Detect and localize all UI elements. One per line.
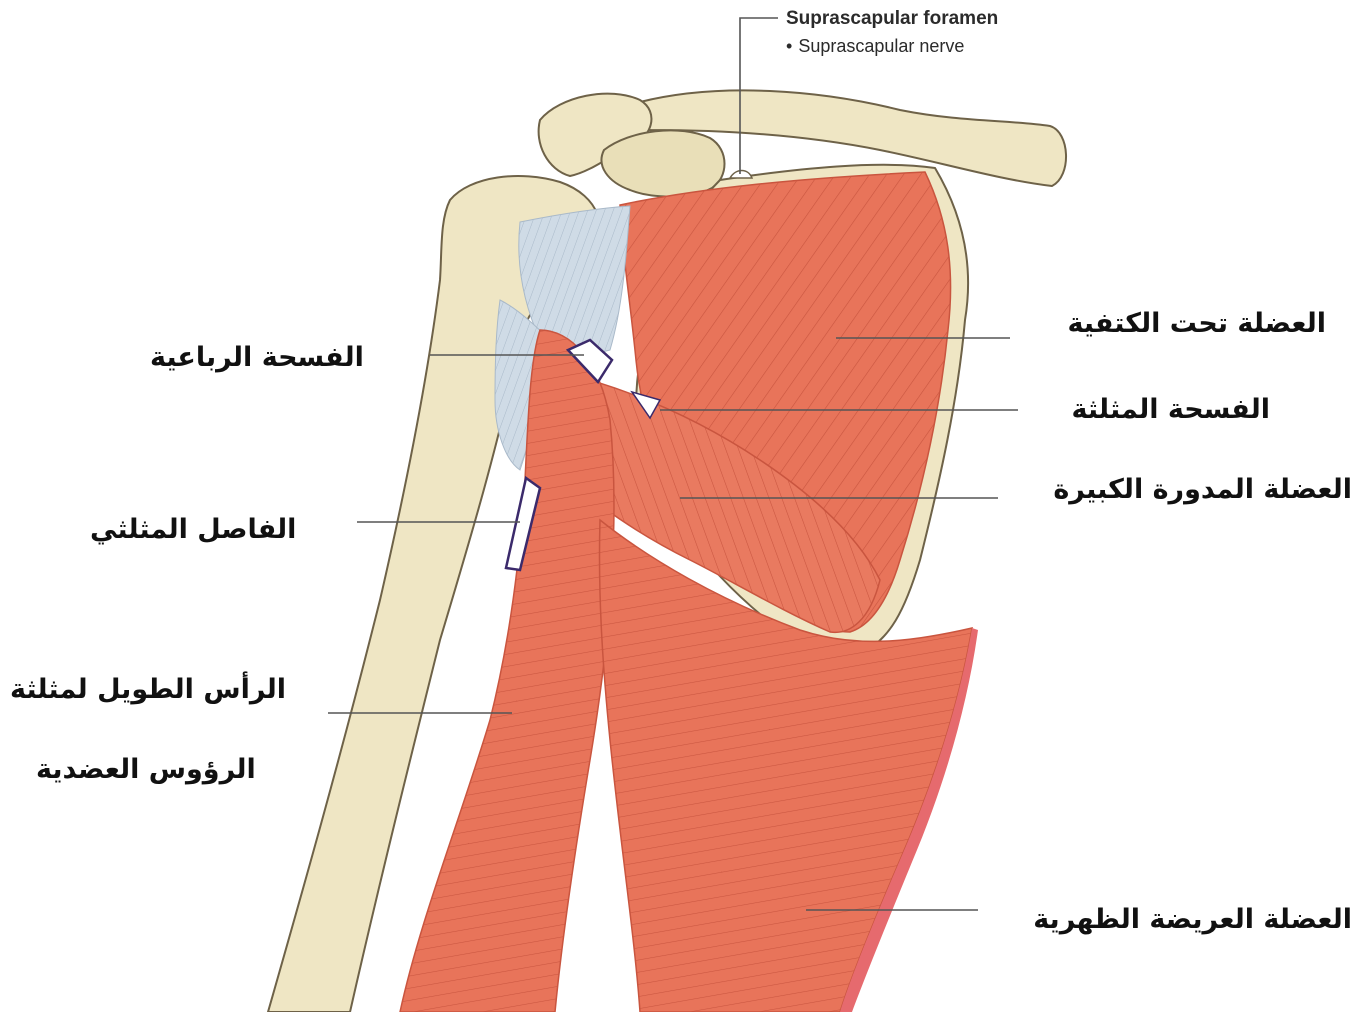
suprascapular-nerve-subitem: • Suprascapular nerve	[786, 36, 964, 57]
label-teres-major: العضلة المدورة الكبيرة	[1053, 476, 1352, 503]
label-latissimus-dorsi: العضلة العريضة الظهرية	[1033, 906, 1352, 933]
suprascapular-foramen-title: Suprascapular foramen	[786, 8, 998, 30]
label-long-head-line1: الرأس الطويل لمثلثة	[10, 676, 286, 703]
bullet: •	[786, 36, 792, 56]
label-triangular-interval: الفاصل المثلثي	[90, 516, 296, 543]
coracoid-bone	[602, 130, 725, 196]
label-long-head-line2: الرؤوس العضدية	[36, 756, 256, 783]
label-quadrangular-space: الفسحة الرباعية	[150, 344, 364, 371]
label-triangular-space: الفسحة المثلثة	[1072, 396, 1270, 423]
label-subscapularis: العضلة تحت الكتفية	[1067, 310, 1326, 337]
suprascapular-foramen-notch	[730, 171, 752, 179]
suprascapular-nerve-label: Suprascapular nerve	[798, 36, 964, 56]
